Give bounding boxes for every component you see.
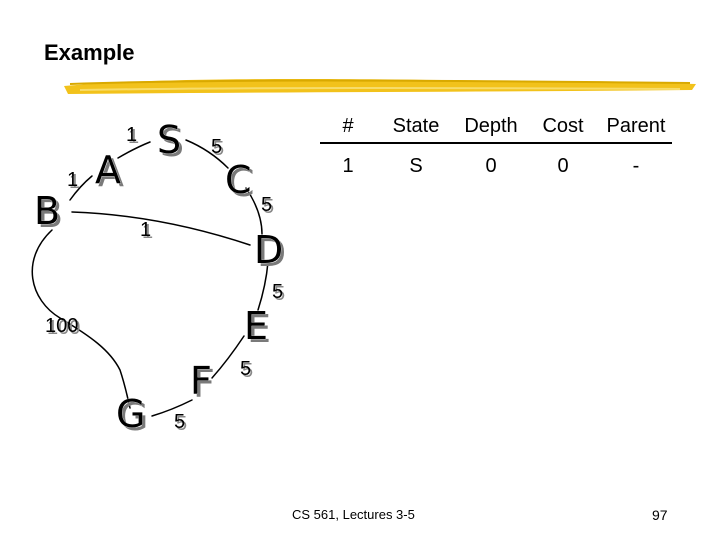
svg-text:5: 5 <box>242 360 253 382</box>
cell-state: S <box>409 154 423 177</box>
edge-C-D <box>245 187 263 235</box>
svg-text:C: C <box>228 161 255 205</box>
title-underline-brushstroke <box>64 79 696 94</box>
node-G: G G <box>116 392 149 439</box>
weight-D-E: 5 5 <box>272 281 285 305</box>
node-E: E E <box>244 304 271 351</box>
cell-depth: 0 <box>485 154 497 177</box>
svg-text:5: 5 <box>272 281 283 303</box>
weight-B-D: 1 1 <box>140 219 153 243</box>
header-depth: Depth <box>456 110 526 144</box>
svg-text:5: 5 <box>176 413 187 435</box>
svg-text:D: D <box>257 231 286 275</box>
node-S: S S <box>157 118 184 165</box>
svg-text:B: B <box>34 189 60 233</box>
edge-F-G <box>151 399 193 417</box>
svg-text:E: E <box>247 307 271 351</box>
edge-S-C <box>185 139 229 169</box>
svg-text:G: G <box>116 392 145 436</box>
edge-S-A <box>117 141 151 159</box>
svg-text:5: 5 <box>213 138 224 160</box>
svg-text:1: 1 <box>67 169 78 191</box>
edge-D-E <box>257 261 269 311</box>
weight-S-A: 1 1 <box>126 124 139 148</box>
svg-text:1: 1 <box>142 221 153 243</box>
node-B: B B <box>34 189 63 236</box>
search-trace-table: # State Depth Cost Parent 1 S 0 0 - <box>320 110 672 188</box>
weight-E-F: 5 5 <box>240 358 253 382</box>
table-row: 1 S 0 0 - <box>320 143 672 188</box>
svg-text:F: F <box>190 359 212 403</box>
slide-title: Example <box>44 40 135 65</box>
svg-text:1: 1 <box>126 124 137 146</box>
svg-text:5: 5 <box>240 358 251 380</box>
svg-text:1: 1 <box>69 171 80 193</box>
header-number: # <box>320 110 376 144</box>
weight-F-G: 5 5 <box>174 411 187 435</box>
svg-text:F: F <box>193 362 215 406</box>
slide-footer: CS 561, Lectures 3-5 <box>292 507 415 522</box>
weight-S-C: 5 5 <box>211 136 224 160</box>
node-D: D D <box>254 228 287 275</box>
header-state: State <box>376 110 456 144</box>
svg-text:100: 100 <box>47 317 80 339</box>
svg-text:1: 1 <box>128 126 139 148</box>
node-A: A A <box>95 148 124 195</box>
svg-text:A: A <box>95 148 121 192</box>
weight-C-D: 5 5 <box>261 194 274 218</box>
svg-text:S: S <box>157 118 181 162</box>
svg-text:1: 1 <box>140 219 151 241</box>
cell-parent: - <box>632 154 640 177</box>
svg-text:E: E <box>244 304 268 348</box>
node-F: F F <box>190 359 215 406</box>
svg-text:5: 5 <box>263 196 274 218</box>
svg-text:B: B <box>37 192 63 236</box>
header-cost: Cost <box>526 110 600 144</box>
svg-text:5: 5 <box>261 194 272 216</box>
svg-text:5: 5 <box>174 411 185 433</box>
weight-B-G: 100 100 <box>45 315 80 339</box>
header-parent: Parent <box>600 110 672 144</box>
svg-text:D: D <box>254 228 283 272</box>
node-C: C C <box>225 158 255 205</box>
cell-cost: 0 <box>557 154 569 177</box>
svg-text:100: 100 <box>45 315 78 337</box>
edge-B-D <box>71 211 251 246</box>
svg-text:G: G <box>119 395 148 439</box>
svg-text:S: S <box>160 121 184 165</box>
weight-A-B: 1 1 <box>67 169 80 193</box>
edge-B-G <box>31 229 131 409</box>
edge-A-B <box>69 175 93 201</box>
cell-number: 1 <box>342 154 354 177</box>
svg-text:5: 5 <box>274 283 285 305</box>
svg-text:5: 5 <box>211 136 222 158</box>
svg-text:A: A <box>98 151 124 195</box>
page-number: 97 <box>652 507 668 523</box>
table-header-row: # State Depth Cost Parent <box>320 110 672 144</box>
svg-text:C: C <box>225 158 252 202</box>
edge-E-F <box>211 335 245 379</box>
